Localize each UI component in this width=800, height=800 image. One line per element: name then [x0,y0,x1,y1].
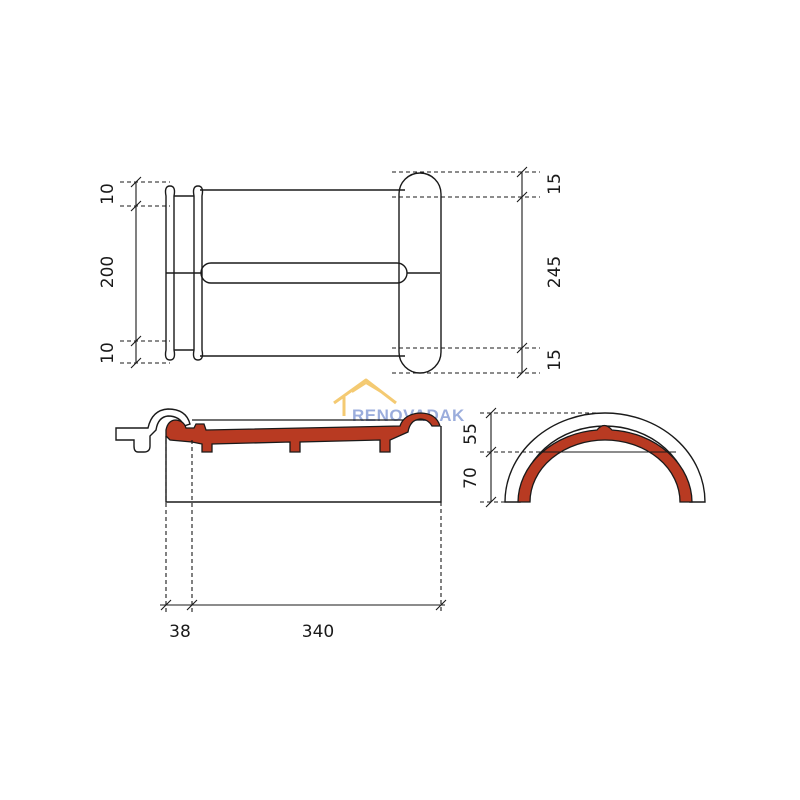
dim-left-top-label: 10 [98,183,118,205]
house-roof-icon [333,378,397,416]
overlap-ring-outer [164,185,176,361]
previous-tile-outline [115,408,191,453]
dim-right-top-label: 15 [545,173,565,195]
dim-left-middle-label: 200 [98,256,118,288]
inner-arch [517,424,693,503]
dim-length-label: 340 [302,622,334,642]
top-view-dimensions [120,166,540,379]
tile-body-outline [200,189,405,357]
dim-overlap-label: 38 [169,622,191,642]
end-view [504,412,706,503]
side-view-dimensions [160,440,447,612]
dim-right-middle-label: 245 [545,256,565,288]
center-rib [200,262,408,284]
top-view [164,172,442,374]
dim-lower-label: 70 [461,467,481,489]
dim-upper-label: 55 [461,423,481,445]
dim-right-bottom-label: 15 [545,349,565,371]
dim-left-bottom-label: 10 [98,342,118,364]
outer-arch [504,412,706,503]
side-view [115,408,442,503]
end-view-dimensions [480,407,605,508]
tile-profile [165,412,441,453]
overlap-ring-inner [192,185,204,361]
watermark: RENOVADAK [333,378,465,425]
